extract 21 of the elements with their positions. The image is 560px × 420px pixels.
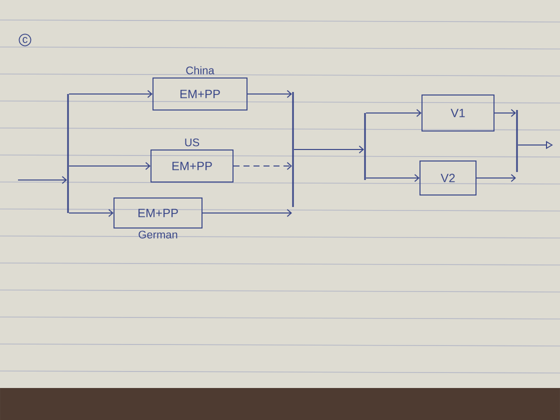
arrow bbox=[494, 109, 516, 117]
circled-letter: c bbox=[18, 34, 32, 46]
box-caption: China bbox=[186, 66, 214, 74]
arrow bbox=[233, 162, 292, 170]
process-box: V2 bbox=[420, 160, 476, 196]
arrow bbox=[476, 174, 516, 182]
arrow bbox=[68, 162, 150, 170]
process-box: EM+PP bbox=[150, 150, 234, 182]
arrow bbox=[68, 90, 152, 98]
arrow bbox=[202, 209, 292, 217]
process-box: EM+PP bbox=[152, 78, 248, 110]
box-caption: German bbox=[138, 230, 178, 238]
process-box: EM+PP bbox=[114, 198, 202, 228]
arrow bbox=[18, 176, 67, 184]
arrow bbox=[294, 146, 364, 154]
box-caption: US bbox=[185, 138, 200, 146]
arrow bbox=[366, 174, 420, 182]
arrow bbox=[247, 90, 292, 98]
arrow bbox=[366, 109, 422, 117]
arrow bbox=[68, 209, 114, 217]
process-box: V1 bbox=[422, 94, 494, 132]
